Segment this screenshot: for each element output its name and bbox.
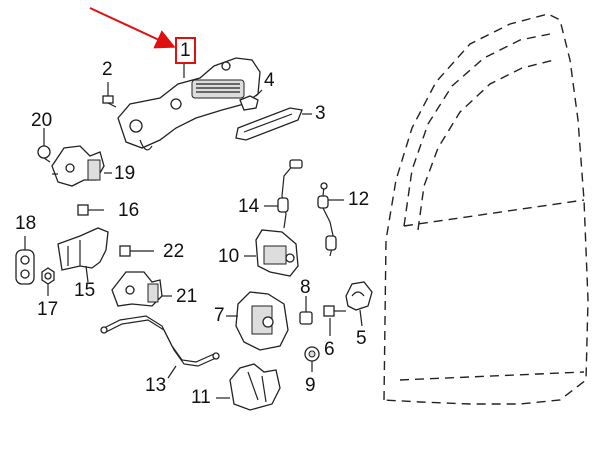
part-16-bolt <box>77 204 104 216</box>
part-6-bolt <box>323 305 346 336</box>
callout-8: 8 <box>300 277 311 298</box>
callout-22: 22 <box>163 241 185 262</box>
callout-18: 18 <box>15 213 37 234</box>
part-9-grommet <box>304 346 320 372</box>
highlight-arrow <box>89 7 176 49</box>
part-20-bolt <box>37 128 51 163</box>
callout-21: 21 <box>176 286 198 307</box>
part-13-cable <box>100 315 220 379</box>
part-5-striker <box>345 281 373 327</box>
callout-14: 14 <box>238 196 260 217</box>
part-11-cover <box>216 363 281 411</box>
part-4-cap <box>239 89 263 111</box>
callout-leaders <box>52 173 58 175</box>
part-8-bolt <box>299 296 313 325</box>
callout-10: 10 <box>218 246 240 267</box>
callout-9: 9 <box>305 375 316 396</box>
part-18-plate <box>15 236 35 285</box>
callout-1: 1 <box>175 37 196 64</box>
part-19-hinge <box>51 145 112 187</box>
part-10-bracket <box>244 229 299 277</box>
callout-19: 19 <box>114 163 136 184</box>
callout-16: 16 <box>118 200 140 221</box>
callout-11: 11 <box>191 387 211 408</box>
callout-7: 7 <box>214 305 225 326</box>
part-7-latch <box>226 291 289 351</box>
part-17-nut <box>41 267 55 296</box>
callout-20: 20 <box>31 110 53 131</box>
door-outline <box>383 13 589 405</box>
part-21-hinge <box>111 271 172 307</box>
part-22-bolt <box>119 245 154 257</box>
part-12-rod <box>317 182 344 257</box>
callout-6: 6 <box>324 339 335 360</box>
part-1-handle-bracket <box>117 57 261 151</box>
callout-2: 2 <box>102 59 113 80</box>
callout-12: 12 <box>348 189 370 210</box>
callout-13: 13 <box>145 375 167 396</box>
callout-3: 3 <box>315 103 326 124</box>
callout-4: 4 <box>264 70 275 91</box>
callout-15: 15 <box>74 280 96 301</box>
part-3-cover <box>235 107 312 141</box>
part-14-rod <box>264 159 303 229</box>
part-2-screw <box>102 82 117 108</box>
part-15-check-strap <box>57 227 109 283</box>
callout-5: 5 <box>356 328 367 349</box>
callout-17: 17 <box>37 299 59 320</box>
